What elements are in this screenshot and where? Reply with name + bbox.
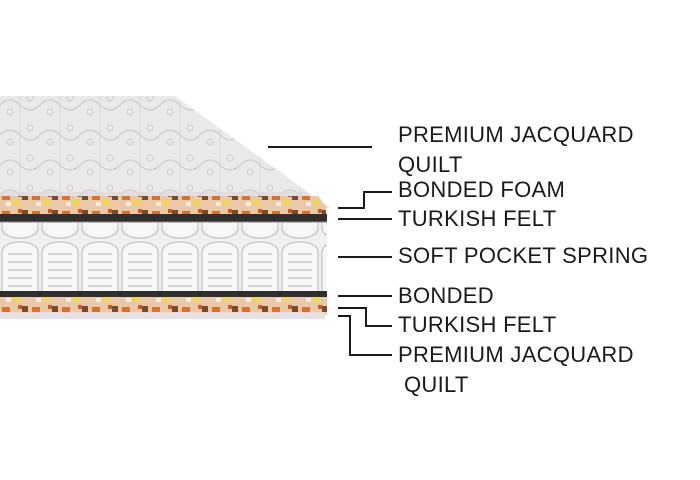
label-quilt-bottom-line2: QUILT <box>404 372 469 397</box>
top-quilt-layer <box>0 96 330 208</box>
label-bonded: BONDED <box>398 283 494 308</box>
label-quilt-bottom-line1: PREMIUM JACQUARD <box>398 342 634 367</box>
label-premium-jacquard-quilt-top: PREMIUM JACQUARD QUILT <box>398 120 634 180</box>
top-turkish-felt-layer <box>0 214 327 223</box>
label-premium-jacquard-quilt-bottom: PREMIUM JACQUARD QUILT <box>398 340 634 400</box>
bottom-turkish-felt-layer <box>0 291 327 298</box>
bottom-bonded-foam-layer <box>0 297 327 315</box>
leader-bonded-foam <box>338 191 392 209</box>
label-quilt-top-line1: PREMIUM JACQUARD <box>398 122 634 147</box>
soft-pocket-spring-layer <box>0 222 327 292</box>
label-bonded-foam: BONDED FOAM <box>398 177 566 202</box>
bottom-quilt-layer <box>0 312 325 319</box>
leader-turkish-felt-bottom <box>338 307 392 327</box>
leader-lines <box>268 146 392 356</box>
top-bonded-foam-layer <box>0 196 326 216</box>
label-quilt-top-line2: QUILT <box>398 152 463 177</box>
label-soft-pocket-spring: SOFT POCKET SPRING <box>398 243 649 268</box>
label-turkish-felt-top: TURKISH FELT <box>398 206 557 231</box>
leader-quilt-bottom <box>338 315 392 356</box>
label-turkish-felt-bottom: TURKISH FELT <box>398 312 557 337</box>
